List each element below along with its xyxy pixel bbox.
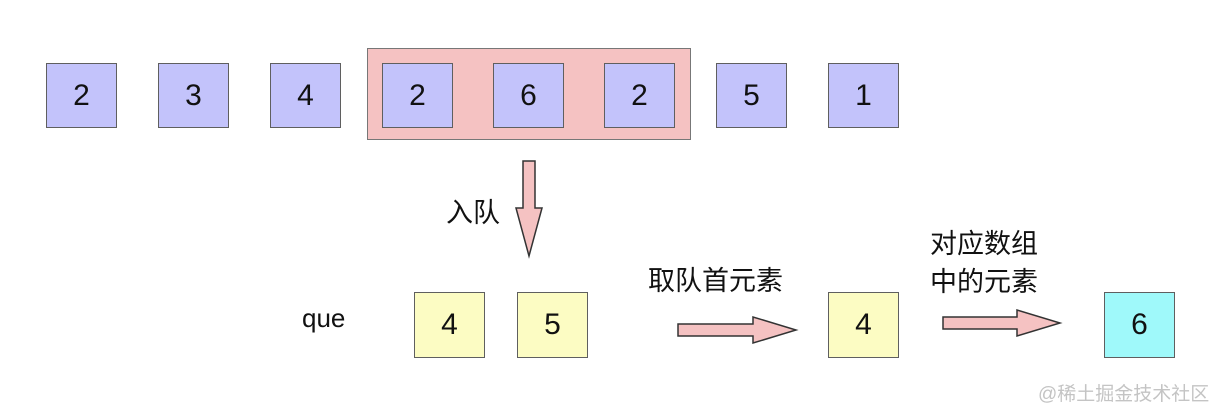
array-cell: 2: [604, 63, 675, 128]
array-cell: 1: [828, 63, 899, 128]
queue-label: que: [302, 303, 346, 333]
array-cell: 2: [46, 63, 117, 128]
array-cell: 4: [270, 63, 341, 128]
map-label-line1: 对应数组: [930, 229, 1038, 259]
enqueue-arrow-icon: [515, 160, 543, 259]
enqueue-label: 入队: [446, 198, 500, 228]
take-front-label: 取队首元素: [648, 266, 783, 296]
array-cell: 5: [716, 63, 787, 128]
take-front-arrow-icon: [677, 315, 799, 345]
front-element-cell: 4: [828, 292, 899, 358]
queue-cell: 4: [414, 292, 485, 358]
watermark: @稀土掘金技术社区: [1038, 384, 1210, 405]
queue-cell: 5: [517, 292, 588, 358]
array-cell: 3: [158, 63, 229, 128]
map-arrow-icon: [942, 308, 1063, 338]
array-cell: 2: [382, 63, 453, 128]
map-label-line2: 中的元素: [930, 267, 1038, 297]
array-cell: 6: [493, 63, 564, 128]
result-cell: 6: [1104, 292, 1175, 358]
